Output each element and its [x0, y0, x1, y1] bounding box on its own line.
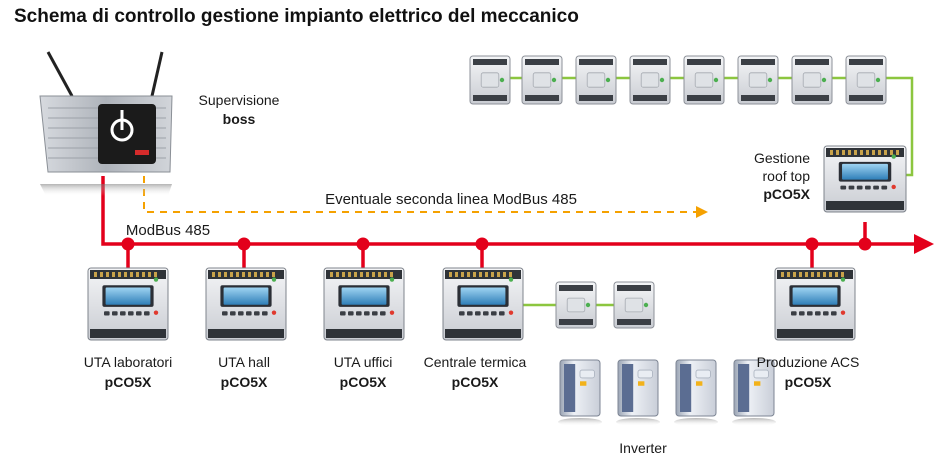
modbus-nodes — [121, 237, 872, 251]
top-module-6 — [737, 55, 779, 105]
controller-label-uta-laboratori: UTA laboratori — [83, 354, 173, 370]
pco5x-controller-1 — [87, 267, 169, 341]
controller-model-uta-laboratori: pCO5X — [104, 374, 152, 390]
inverter-devices — [558, 359, 776, 426]
pco5x-controller-4 — [442, 267, 524, 341]
controller-model-uta-uffici: pCO5X — [339, 374, 387, 390]
rooftop-controller-device — [823, 145, 907, 213]
expansion-module-2 — [613, 281, 655, 329]
top-module-8 — [845, 55, 887, 105]
controller-label-produzione-acs: Produzione ACS — [756, 354, 860, 370]
pco5x-controller-2 — [205, 267, 287, 341]
controller-model-centrale-termica: pCO5X — [451, 374, 499, 390]
inverter-3 — [674, 359, 718, 426]
controller-devices — [87, 267, 856, 341]
boss-supervisor-device — [39, 51, 173, 196]
expansion-modules — [555, 281, 655, 329]
rooftop-pco5x — [823, 145, 907, 213]
page-title: Schema di controllo gestione impianto el… — [14, 6, 579, 27]
top-module-2 — [521, 55, 563, 105]
modbus-arrowhead — [914, 234, 934, 254]
expansion-module-1 — [555, 281, 597, 329]
rooftop-label-line1: Gestione — [753, 150, 810, 166]
top-module-1 — [469, 55, 511, 105]
modbus-label: ModBus 485 — [125, 222, 211, 239]
secondary-line — [143, 176, 700, 213]
top-module-5 — [683, 55, 725, 105]
top-module-7 — [791, 55, 833, 105]
inverter-1 — [558, 359, 602, 426]
second-line-label: Eventuale seconda linea ModBus 485 — [325, 191, 577, 208]
supervisor-name: boss — [222, 111, 256, 127]
inverter-2 — [616, 359, 660, 426]
top-module-4 — [629, 55, 671, 105]
controller-label-uta-hall: UTA hall — [218, 354, 270, 370]
top-module-3 — [575, 55, 617, 105]
top-module-row — [469, 55, 887, 105]
secondary-line-arrowhead — [696, 206, 708, 218]
controller-label-uta-uffici: UTA uffici — [333, 354, 393, 370]
rooftop-label-line2: roof top — [762, 168, 810, 184]
controller-model-uta-hall: pCO5X — [220, 374, 268, 390]
controller-label-centrale-termica: Centrale termica — [423, 354, 527, 370]
controller-model-produzione-acs: pCO5X — [784, 374, 832, 390]
inverter-4 — [732, 359, 776, 426]
rooftop-model: pCO5X — [763, 186, 810, 202]
pco5x-controller-5 — [774, 267, 856, 341]
pco5x-controller-3 — [323, 267, 405, 341]
inverter-label: Inverter — [619, 440, 667, 456]
supervisor-label: Supervisione — [198, 92, 280, 108]
